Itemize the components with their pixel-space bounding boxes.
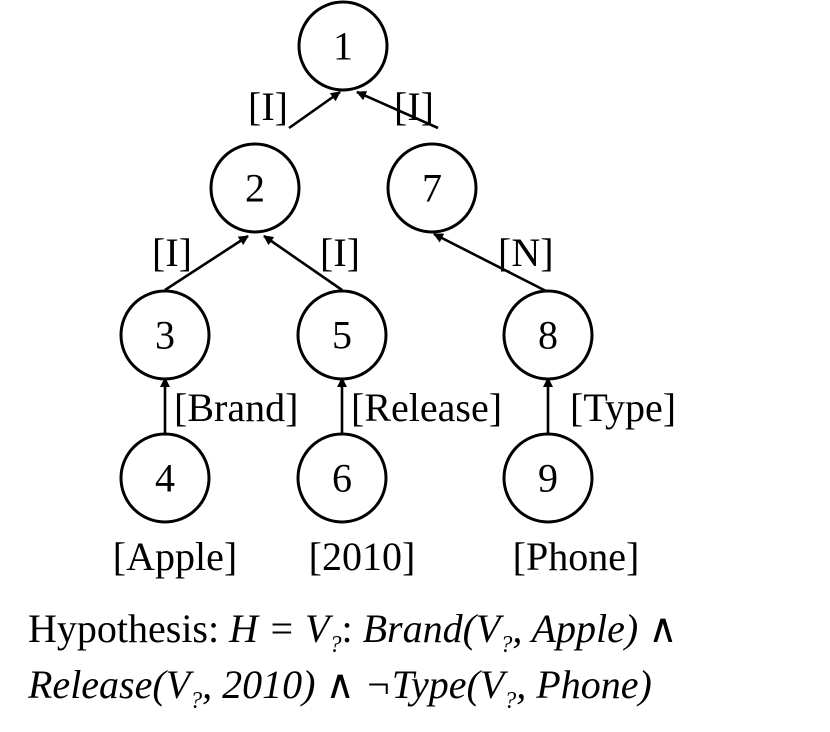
node-6: 6 xyxy=(296,432,388,524)
hypothesis-prefix: Hypothesis: xyxy=(28,606,229,651)
hypothesis-release: Release(V xyxy=(27,662,195,707)
edge-label-9-8: [Type] xyxy=(570,385,676,430)
edge-label-2-1: [I] xyxy=(248,84,288,129)
edge-label-7-1: [I] xyxy=(394,84,434,129)
svg-text:5: 5 xyxy=(332,313,352,358)
node-3: 3 xyxy=(119,289,211,381)
svg-text:2: 2 xyxy=(245,166,265,211)
node-7: 7 xyxy=(386,142,478,234)
hypothesis-subscript-3: ? xyxy=(190,688,202,714)
edge-label-8-7: [N] xyxy=(498,230,554,275)
hypothesis-colon: : xyxy=(341,606,362,651)
edge-label-5-2: [I] xyxy=(320,230,360,275)
node-2: 2 xyxy=(209,142,301,234)
hypothesis-apple: , Apple) ∧ xyxy=(512,606,677,651)
svg-text:9: 9 xyxy=(538,456,558,501)
hypothesis-brand: Brand(V xyxy=(363,606,505,651)
edge-label-3-2: [I] xyxy=(152,230,192,275)
leaf-label-2010: [2010] xyxy=(309,534,416,579)
node-8: 8 xyxy=(502,289,594,381)
edge-label-4-3: [Brand] xyxy=(174,385,298,430)
edge-label-6-5: [Release] xyxy=(351,385,502,430)
hypothesis-line-1: Hypothesis: H = V?: Brand(V?, Apple) ∧ xyxy=(28,606,678,658)
node-4: 4 xyxy=(119,432,211,524)
hypothesis-subscript-2: ? xyxy=(500,632,512,658)
edge-8-to-7 xyxy=(433,232,549,294)
hypothesis-line-2: Release(V?, 2010) ∧ ¬Type(V?, Phone) xyxy=(27,662,652,714)
edge-3-to-2 xyxy=(164,234,249,292)
leaf-label-apple: [Apple] xyxy=(113,534,237,579)
svg-text:8: 8 xyxy=(538,313,558,358)
svg-text:3: 3 xyxy=(155,313,175,358)
hypothesis-year: , 2010) ∧ ¬ xyxy=(202,662,392,707)
node-5: 5 xyxy=(296,289,388,381)
svg-text:1: 1 xyxy=(333,24,353,69)
edge-7-to-1 xyxy=(356,90,439,130)
edge-5-to-2 xyxy=(263,234,343,292)
hypothesis-phone: , Phone) xyxy=(516,662,652,707)
node-1: 1 xyxy=(297,0,389,92)
svg-text:6: 6 xyxy=(332,456,352,501)
hypothesis-type: Type(V xyxy=(392,662,509,707)
hypothesis-h-equals: H = V xyxy=(228,606,334,651)
svg-text:7: 7 xyxy=(422,166,442,211)
svg-text:4: 4 xyxy=(155,456,175,501)
hypothesis-subscript-1: ? xyxy=(329,632,341,658)
leaf-label-phone: [Phone] xyxy=(513,534,640,579)
edge-2-to-1 xyxy=(288,90,341,130)
hypothesis-subscript-4: ? xyxy=(504,688,516,714)
node-9: 9 xyxy=(502,432,594,524)
